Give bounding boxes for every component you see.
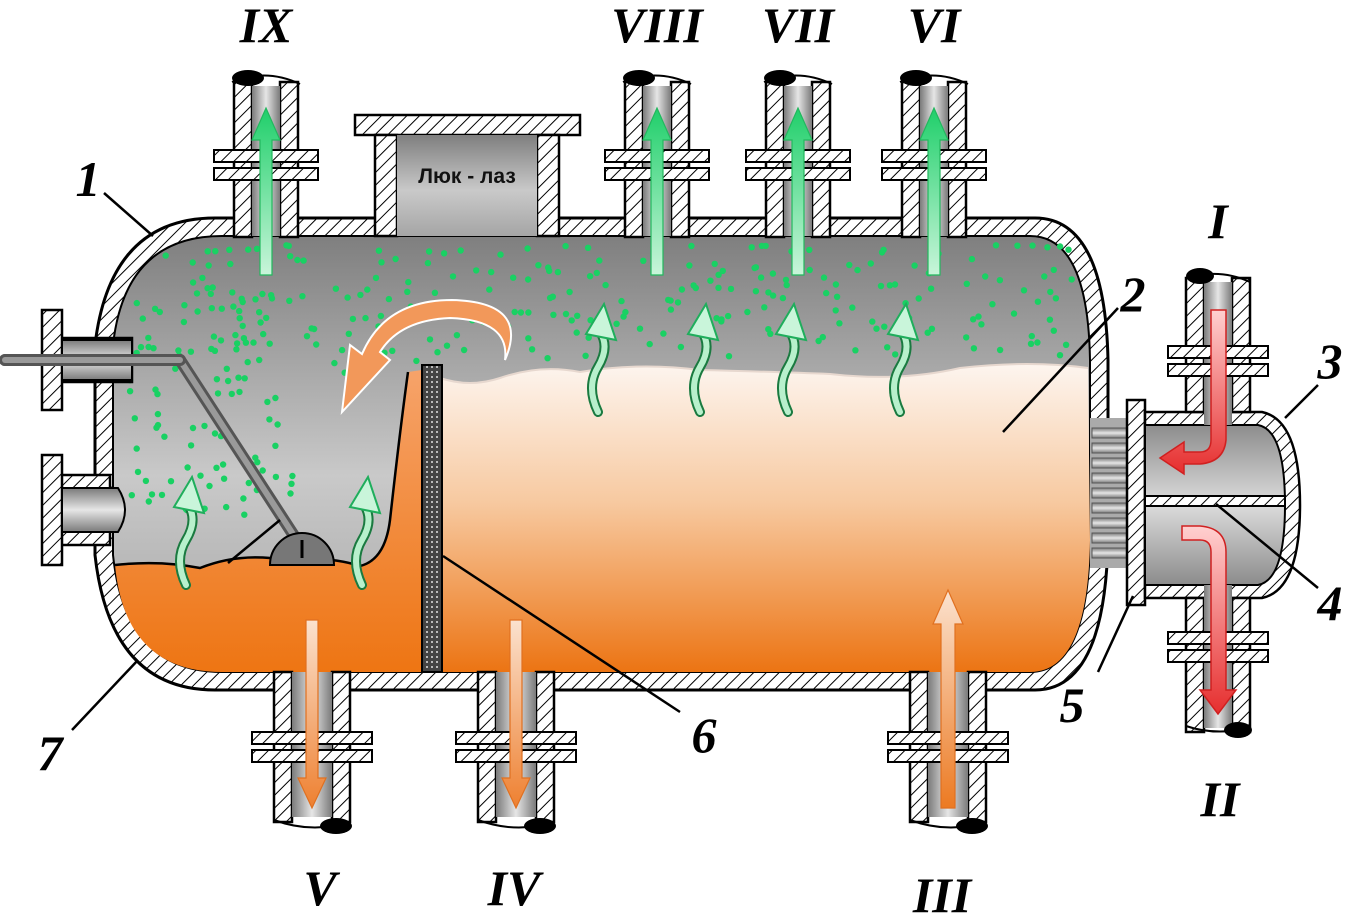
wavy-arrow-icon (348, 474, 382, 590)
wavy-arrow-icon (584, 301, 618, 417)
wavy-arrow-icon (774, 301, 808, 417)
label-II: II (1200, 771, 1241, 827)
liquid-main-section (440, 364, 1090, 672)
label-VII: VII (762, 0, 836, 53)
arrow-up-icon (932, 588, 964, 809)
nozzle-VII (745, 70, 851, 276)
label-IV: IV (487, 860, 544, 916)
heat-inlet-arrow (1158, 309, 1227, 476)
label-7: 7 (38, 725, 65, 781)
label-III: III (912, 867, 973, 917)
arrow-up-icon (642, 106, 672, 276)
heat-outlet-arrow (1181, 525, 1238, 716)
nozzle-II (1167, 585, 1269, 738)
label-6: 6 (692, 707, 717, 763)
manhole: Люк - лаз (353, 113, 582, 238)
leader-lines (71, 192, 1319, 731)
label-5: 5 (1060, 677, 1085, 733)
wavy-arrow-icon (686, 301, 720, 417)
nozzle-IX (213, 70, 319, 276)
nozzle-V (251, 619, 373, 834)
overflow-arrow (340, 298, 512, 415)
label-VIII: VIII (611, 0, 704, 53)
arrow-down-icon (501, 619, 531, 810)
label-V: V (303, 860, 340, 916)
manhole-label: Люк - лаз (418, 165, 516, 188)
arrow-up-icon (251, 106, 281, 276)
nozzle-VIII (604, 70, 710, 276)
label-4: 4 (1317, 575, 1343, 631)
label-2: 2 (1120, 266, 1146, 322)
labels: IX VIII VII VI I II III IV V 1 2 3 4 5 6… (38, 0, 1343, 917)
label-1: 1 (76, 151, 101, 207)
wavy-arrow-icon (172, 474, 206, 590)
nozzle-III (887, 588, 1009, 834)
label-VI: VI (908, 0, 962, 53)
nozzle-IV (455, 619, 577, 834)
left-level-flange (0, 308, 186, 412)
label-IX: IX (239, 0, 294, 53)
label-I: I (1207, 193, 1229, 249)
arrow-down-icon (297, 619, 327, 810)
arrow-up-icon (919, 106, 949, 276)
left-nozzle-flange (40, 453, 126, 567)
arrow-up-icon (783, 106, 813, 276)
nozzle-VI (881, 70, 987, 276)
tube-bundle (1090, 398, 1147, 607)
wavy-arrow-icon (886, 301, 920, 417)
mesh-baffle (421, 364, 443, 673)
label-3: 3 (1317, 333, 1343, 389)
